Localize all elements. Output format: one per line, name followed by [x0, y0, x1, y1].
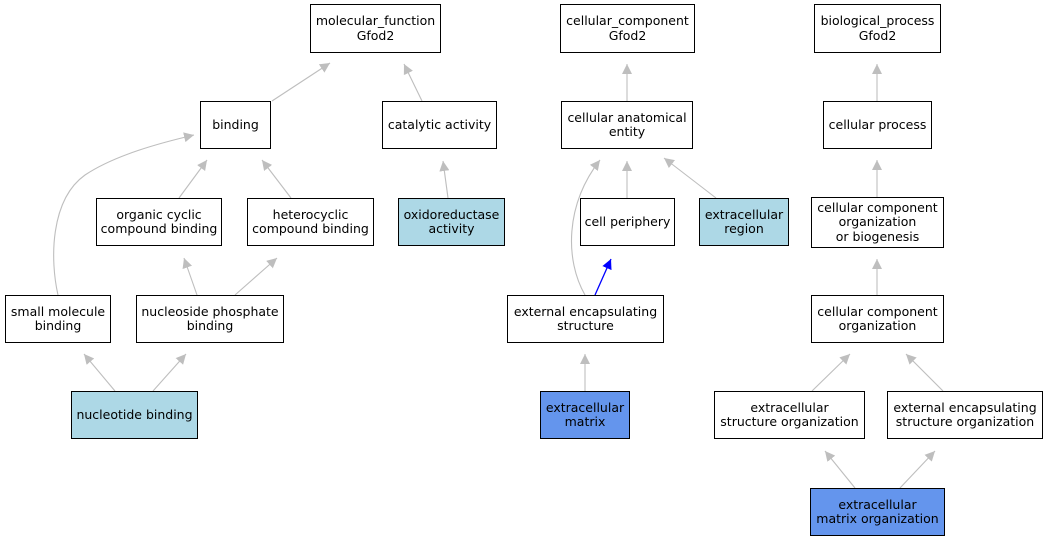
node-label-line: binding	[186, 318, 234, 333]
node-cellular-anatomical-entity[interactable]: cellular anatomical entity	[561, 101, 693, 149]
node-heterocyclic-compound-binding[interactable]: heterocyclic compound binding	[247, 198, 374, 246]
node-label-line: binding	[212, 116, 259, 132]
node-catalytic-activity[interactable]: catalytic activity	[382, 101, 497, 149]
node-nucleotide-binding[interactable]: nucleotide binding	[71, 391, 198, 439]
edge-nucbind-to-smallmol	[83, 353, 116, 392]
node-label-line: cellular_component	[566, 13, 689, 28]
edge-exreg-to-cae	[663, 157, 717, 199]
edge-smallmol-to-binding	[53, 132, 195, 296]
node-label-line: oxidoreductase	[403, 206, 500, 222]
node-label-line: cellular component	[817, 303, 938, 319]
edge-nucphos-to-hetero	[234, 257, 278, 296]
node-organic-cyclic-compound-binding[interactable]: organic cyclic compound binding	[96, 198, 222, 246]
node-cellular-component-organization[interactable]: cellular component organization	[811, 295, 944, 343]
node-label-line: nucleotide binding	[76, 406, 193, 422]
node-label-line: Gfod2	[356, 27, 395, 43]
node-label-line: matrix organization	[816, 511, 939, 526]
node-label-line: extracellular	[704, 206, 784, 222]
node-external-encapsulating-structure-organization[interactable]: external encapsulating structure organiz…	[887, 391, 1043, 439]
node-label-line: compound binding	[252, 221, 369, 236]
node-label-line: cellular component	[817, 199, 938, 215]
node-label-line: Gfod2	[858, 27, 897, 43]
edge-binding-to-mf	[271, 62, 331, 102]
node-oxidoreductase-activity[interactable]: oxidoreductase activity	[398, 198, 505, 246]
node-label-line: heterocyclic	[272, 206, 349, 222]
edge-oxido-to-catalytic	[439, 160, 450, 199]
node-label-line: extracellular	[750, 399, 829, 415]
node-label-line: cell periphery	[584, 213, 671, 229]
node-label-line: compound binding	[100, 221, 218, 236]
node-label-line: small molecule	[10, 303, 106, 319]
node-label-line: organic cyclic	[116, 206, 202, 222]
node-label-line: or biogenesis	[835, 228, 920, 244]
node-label-line: binding	[34, 318, 82, 333]
node-label-line: activity	[428, 221, 475, 236]
node-label-line: extracellular	[838, 496, 917, 512]
node-extracellular-region[interactable]: extracellular region	[699, 198, 789, 246]
edge-organic-to-binding	[178, 159, 208, 199]
node-label-line: catalytic activity	[387, 116, 492, 132]
node-label-line: entity	[608, 124, 646, 139]
node-binding[interactable]: binding	[200, 101, 271, 149]
node-small-molecule-binding[interactable]: small molecule binding	[5, 295, 111, 343]
node-molecular-function[interactable]: molecular_function Gfod2	[310, 4, 441, 53]
node-label-line: cellular process	[828, 116, 927, 132]
node-label-line: cellular anatomical	[567, 109, 687, 125]
node-nucleoside-phosphate-binding[interactable]: nucleoside phosphate binding	[136, 295, 284, 343]
node-cell-periphery[interactable]: cell periphery	[580, 198, 675, 246]
edge-nucbind-to-nucphos	[152, 353, 187, 392]
edge-hetero-to-binding	[261, 159, 292, 199]
node-extracellular-matrix[interactable]: extracellular matrix	[540, 391, 630, 439]
edge-catalytic-to-mf	[403, 63, 423, 102]
edge-extenc-to-periph	[594, 258, 612, 296]
node-label-line: extracellular	[545, 399, 625, 415]
node-extracellular-matrix-organization[interactable]: extracellular matrix organization	[810, 488, 945, 536]
edge-extenc-to-cae	[571, 159, 601, 296]
edge-eeso-to-cco	[905, 353, 944, 392]
node-label-line: organization	[838, 214, 917, 230]
node-external-encapsulating-structure[interactable]: external encapsulating structure	[507, 295, 664, 343]
node-label-line: nucleoside phosphate	[141, 303, 279, 319]
node-label-line: organization	[838, 318, 917, 333]
edge-nucphos-to-organic	[182, 257, 198, 296]
edge-ecmo-to-exso	[824, 450, 856, 489]
node-label-line: region	[724, 221, 764, 236]
edge-ecmo-to-eeso	[899, 450, 936, 489]
node-biological-process[interactable]: biological_process Gfod2	[814, 4, 941, 53]
node-label-line: biological_process	[820, 13, 935, 28]
node-label-line: Gfod2	[608, 27, 647, 43]
node-cellular-process[interactable]: cellular process	[823, 101, 932, 149]
node-extracellular-structure-organization[interactable]: extracellular structure organization	[714, 391, 865, 439]
node-cellular-component-organization-or-biogenesis[interactable]: cellular component organization or bioge…	[811, 197, 944, 248]
node-label-line: external encapsulating	[513, 303, 658, 319]
node-cellular-component[interactable]: cellular_component Gfod2	[560, 4, 695, 53]
edge-exso-to-cco	[811, 353, 851, 392]
node-label-line: matrix	[564, 414, 606, 429]
node-label-line: external encapsulating	[893, 399, 1037, 415]
node-label-line: structure	[557, 318, 614, 333]
node-label-line: molecular_function	[315, 13, 436, 28]
node-label-line: structure organization	[895, 414, 1035, 429]
node-label-line: structure organization	[720, 414, 859, 429]
